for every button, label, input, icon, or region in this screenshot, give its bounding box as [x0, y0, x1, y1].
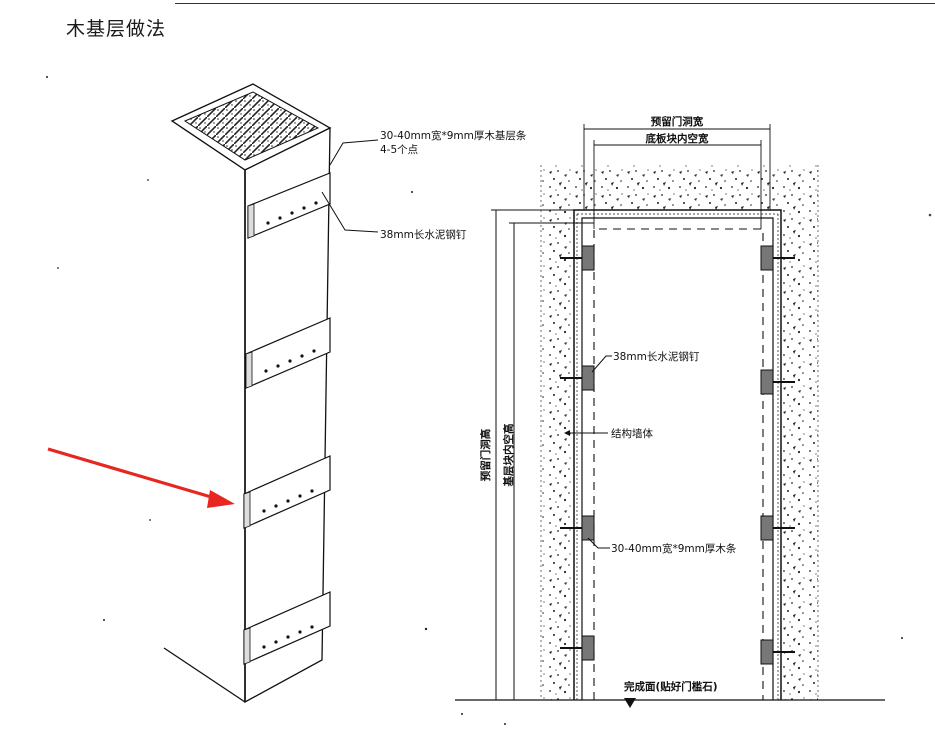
column-top-hatch	[183, 91, 320, 161]
red-arrow-icon	[47, 447, 235, 508]
label-cement-nail: 38mm长水泥钢钉	[380, 228, 467, 241]
label-finish-surface: 完成面(贴好门槛石)	[624, 680, 718, 693]
dimension-base-width: 底板块内空宽	[593, 132, 762, 229]
page-title: 木基层做法	[66, 18, 167, 40]
left-isometric-view: 30-40mm宽*9mm厚木基层条 4-5个点 38mm长水泥钢钉	[163, 83, 527, 704]
wood-strip	[243, 455, 331, 529]
column-left-face	[164, 121, 245, 702]
label-structural-wall: 结构墙体	[611, 427, 653, 440]
label-points-count: 4-5个点	[380, 144, 418, 156]
label-reserved-width: 预留门洞宽	[651, 115, 704, 128]
dimension-base-height: 基层块内空高	[502, 222, 594, 700]
right-elevation-view: 预留门洞宽 底板块内空宽 预留门洞高 基层块内空高 38mm长水泥钢钉 结构墙体…	[455, 115, 885, 708]
wood-strip	[247, 172, 331, 239]
label-cement-nail-right: 38mm长水泥钢钉	[613, 350, 700, 363]
scan-specks	[46, 76, 932, 725]
base-inner-outline	[593, 228, 764, 700]
top-border-line	[175, 3, 935, 4]
wood-strip	[245, 317, 331, 389]
structural-wall	[541, 165, 818, 700]
wood-strip-left	[560, 245, 595, 661]
wood-strip	[243, 591, 331, 665]
dimension-reserved-height: 预留门洞高	[479, 209, 574, 700]
label-base-width: 底板块内空宽	[646, 132, 709, 145]
label-reserved-height: 预留门洞高	[479, 428, 492, 481]
label-wood-strip-spec: 30-40mm宽*9mm厚木基层条	[380, 129, 527, 142]
label-base-height: 基层块内空高	[502, 423, 515, 487]
wood-strip-right	[760, 245, 795, 665]
label-wood-strip-right: 30-40mm宽*9mm厚木条	[611, 542, 737, 555]
dimension-reserved-width: 预留门洞宽	[583, 115, 771, 210]
